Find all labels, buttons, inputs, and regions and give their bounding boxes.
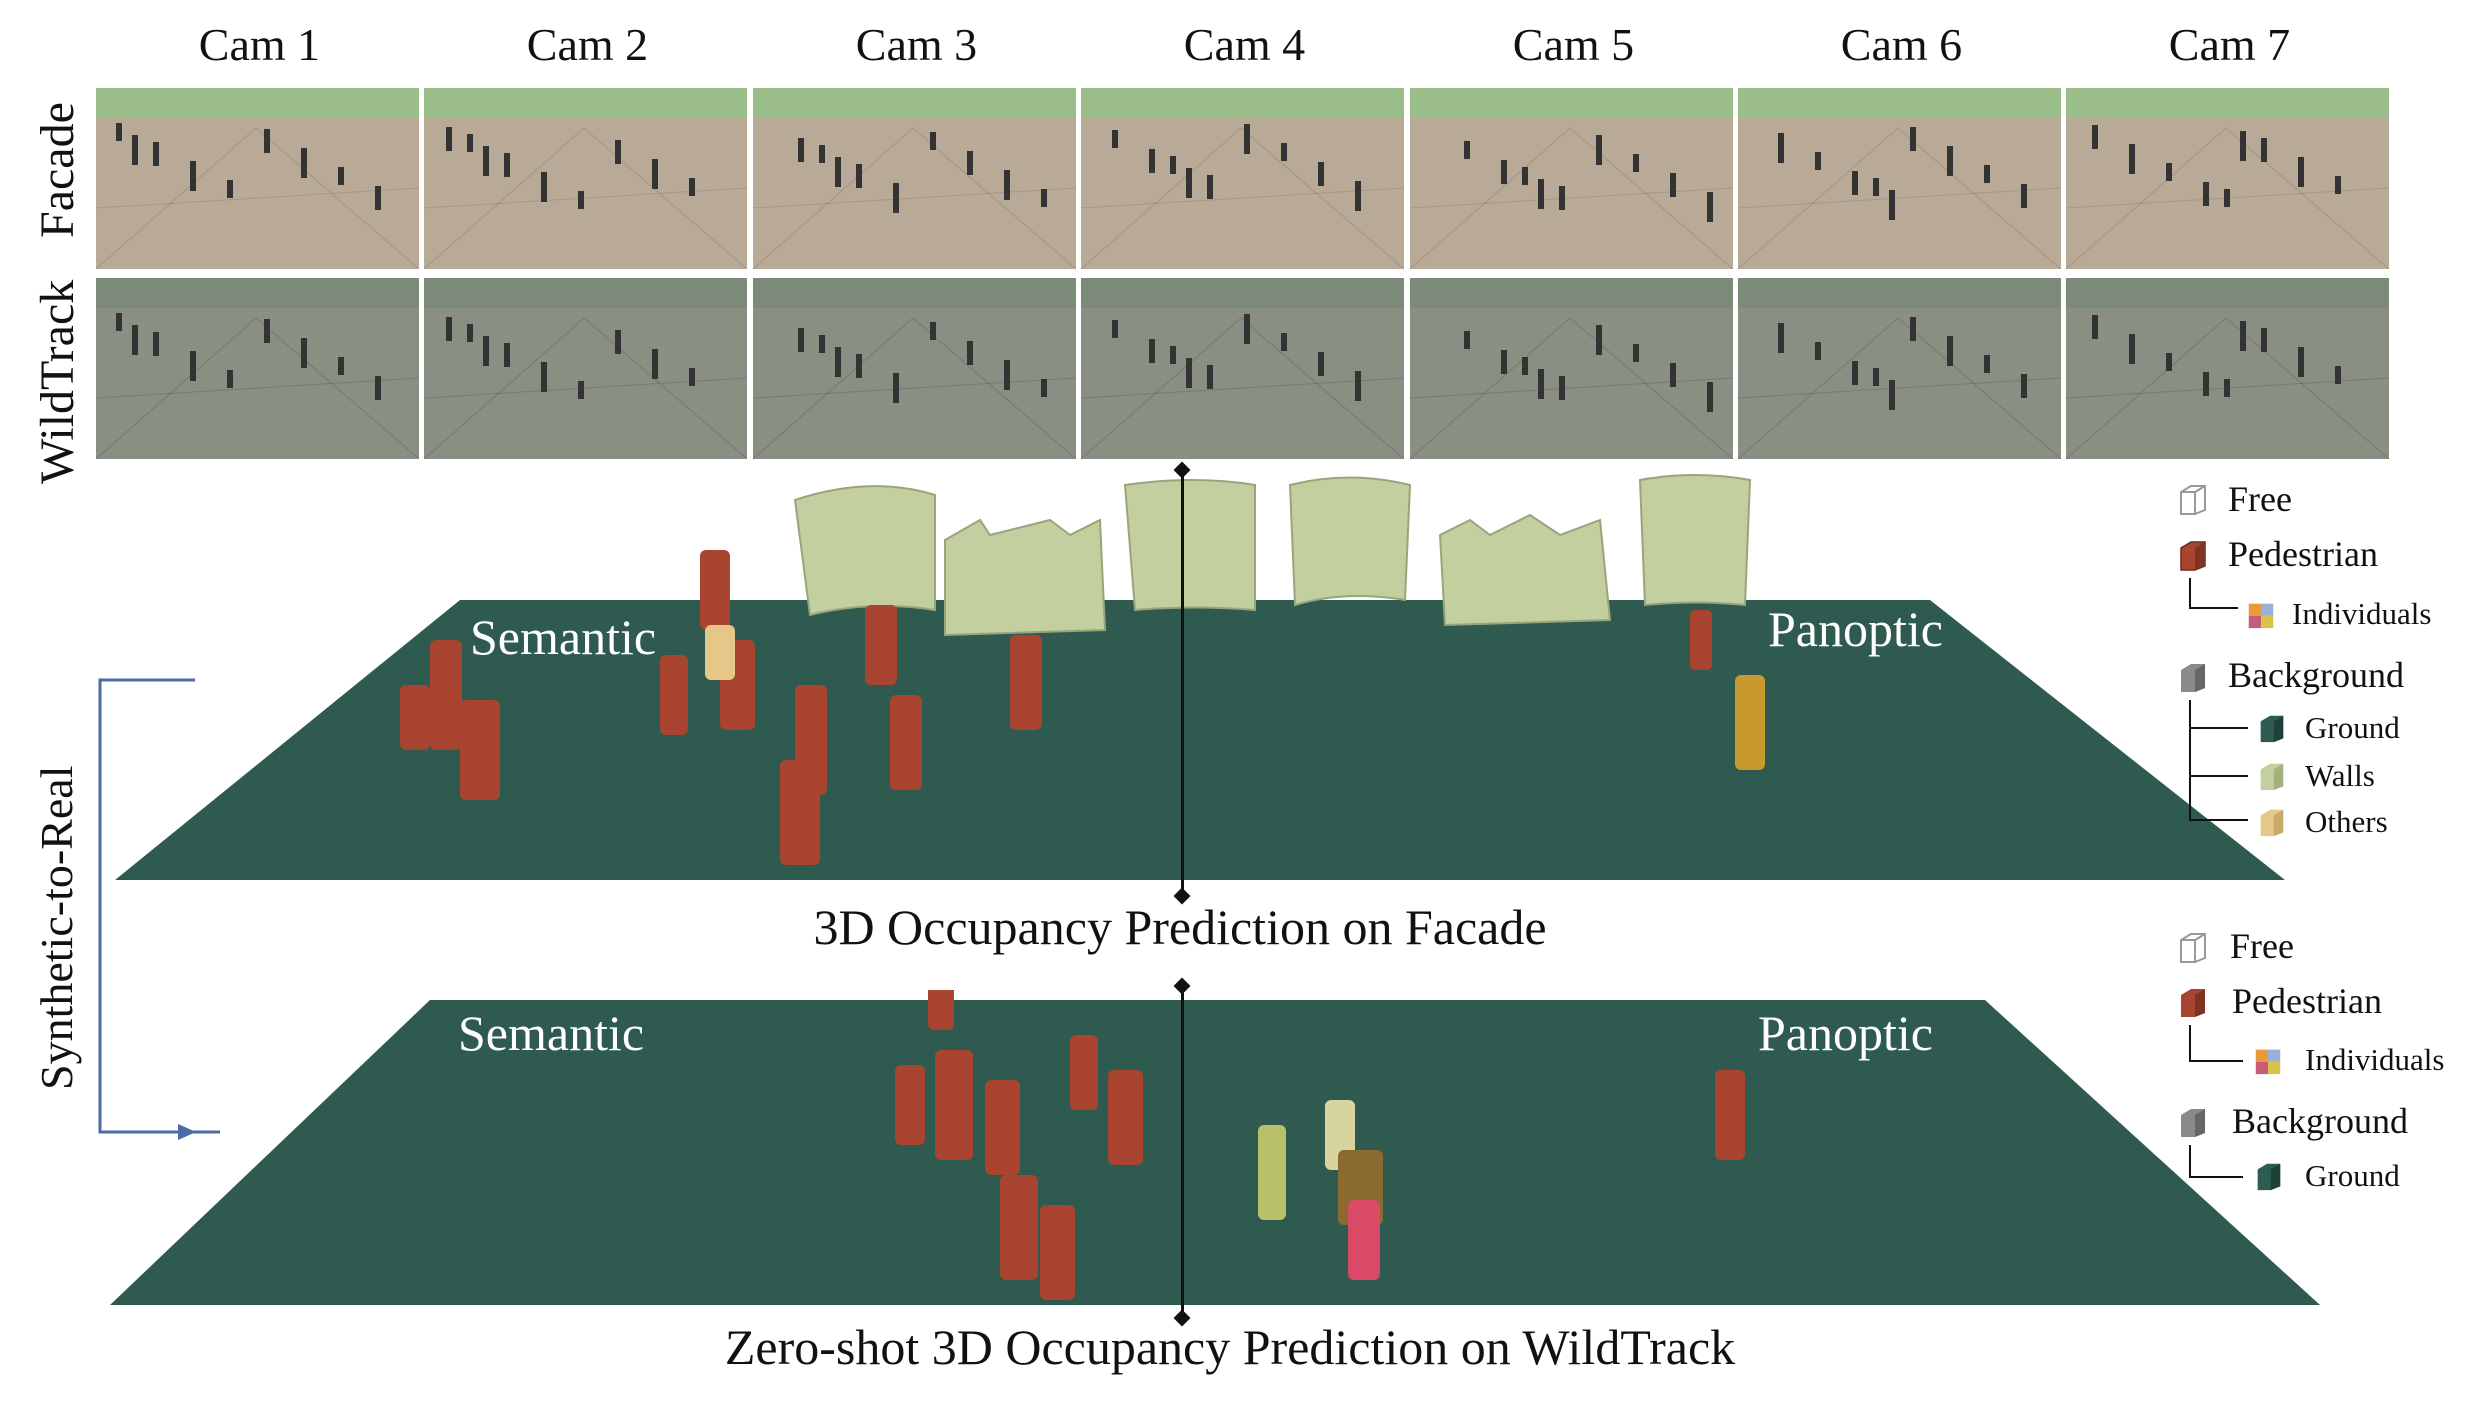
walls-cube-icon — [2255, 760, 2287, 792]
cam-1-label: Cam 1 — [198, 19, 321, 70]
background-cube-icon — [2175, 660, 2209, 694]
legend-ground: Ground — [2305, 710, 2400, 745]
legend-tree-line — [2189, 578, 2238, 609]
facade-walls — [793, 474, 1752, 637]
facade-cam-1-thumbnail — [96, 88, 419, 269]
legend-others: Others — [2305, 804, 2388, 839]
divider-bottom — [1181, 985, 1184, 1315]
wildtrack-cam-7-thumbnail — [2066, 278, 2389, 459]
facade-cam-7-thumbnail — [2066, 88, 2389, 269]
ground-cube-icon — [2255, 712, 2287, 744]
facade-semantic-label: Semantic — [470, 609, 657, 665]
divider-top — [1181, 470, 1184, 895]
ground-cube-icon — [2252, 1160, 2284, 1192]
cam-3-label: Cam 3 — [855, 19, 978, 70]
wildtrack-cam-1-thumbnail — [96, 278, 419, 459]
legend-tree-line-bottom-2 — [2189, 1145, 2243, 1178]
cam-7-label: Cam 7 — [2168, 19, 2291, 70]
background-cube-icon — [2175, 1105, 2209, 1139]
facade-ground-plane — [115, 600, 2285, 880]
wildtrack-panoptic-label: Panoptic — [1758, 1005, 1933, 1061]
legend-pedestrian: Pedestrian — [2228, 534, 2378, 574]
legend-walls: Walls — [2305, 758, 2375, 793]
facade-pedestrians — [400, 550, 1712, 865]
wildtrack-occupancy-panel — [110, 990, 2320, 1305]
pedestrian-cube-icon — [2175, 538, 2209, 572]
others-cube-icon — [2255, 806, 2287, 838]
facade-cam-6-thumbnail — [1738, 88, 2061, 269]
legend-tree-line-bottom — [2189, 1025, 2243, 1062]
cam-6-label: Cam 6 — [1840, 19, 1963, 70]
wildtrack-cam-6-thumbnail — [1738, 278, 2061, 459]
wildtrack-cam-5-thumbnail — [1410, 278, 1733, 459]
individuals-cube-icon — [2245, 598, 2277, 630]
wildtrack-pedestrians — [895, 990, 1745, 1300]
facade-row-label: Facade — [31, 102, 84, 238]
legend-ground-bottom: Ground — [2305, 1158, 2400, 1193]
free-cube-icon — [2175, 482, 2209, 516]
facade-cam-4-thumbnail — [1081, 88, 1404, 269]
cam-2-label: Cam 2 — [526, 19, 649, 70]
wildtrack-cam-2-thumbnail — [424, 278, 747, 459]
legend-free-bottom: Free — [2230, 926, 2294, 966]
legend-individuals-bottom: Individuals — [2305, 1042, 2445, 1077]
synthetic-to-real-arrow — [98, 678, 220, 1140]
wildtrack-caption: Zero-shot 3D Occupancy Prediction on Wil… — [724, 1319, 1736, 1375]
pedestrian-cube-icon — [2175, 985, 2209, 1019]
free-cube-icon — [2175, 930, 2209, 964]
individuals-cube-icon — [2252, 1044, 2284, 1076]
legend-tree-lines — [2189, 700, 2248, 821]
cam-4-label: Cam 4 — [1183, 19, 1306, 70]
cam-5-label: Cam 5 — [1512, 19, 1635, 70]
facade-panoptic-label: Panoptic — [1768, 601, 1943, 657]
legend-free: Free — [2228, 479, 2292, 519]
legend-background: Background — [2228, 655, 2404, 695]
facade-caption: 3D Occupancy Prediction on Facade — [813, 899, 1547, 955]
facade-cam-2-thumbnail — [424, 88, 747, 269]
wildtrack-cam-4-thumbnail — [1081, 278, 1404, 459]
facade-cam-5-thumbnail — [1410, 88, 1733, 269]
facade-occupancy-panel — [115, 474, 2285, 880]
facade-cam-3-thumbnail — [753, 88, 1076, 269]
legend-pedestrian-bottom: Pedestrian — [2232, 981, 2382, 1021]
wildtrack-semantic-label: Semantic — [458, 1005, 645, 1061]
wildtrack-cam-3-thumbnail — [753, 278, 1076, 459]
legend-background-bottom: Background — [2232, 1101, 2408, 1141]
wildtrack-ground-plane — [110, 1000, 2320, 1305]
legend-individuals: Individuals — [2292, 596, 2432, 631]
